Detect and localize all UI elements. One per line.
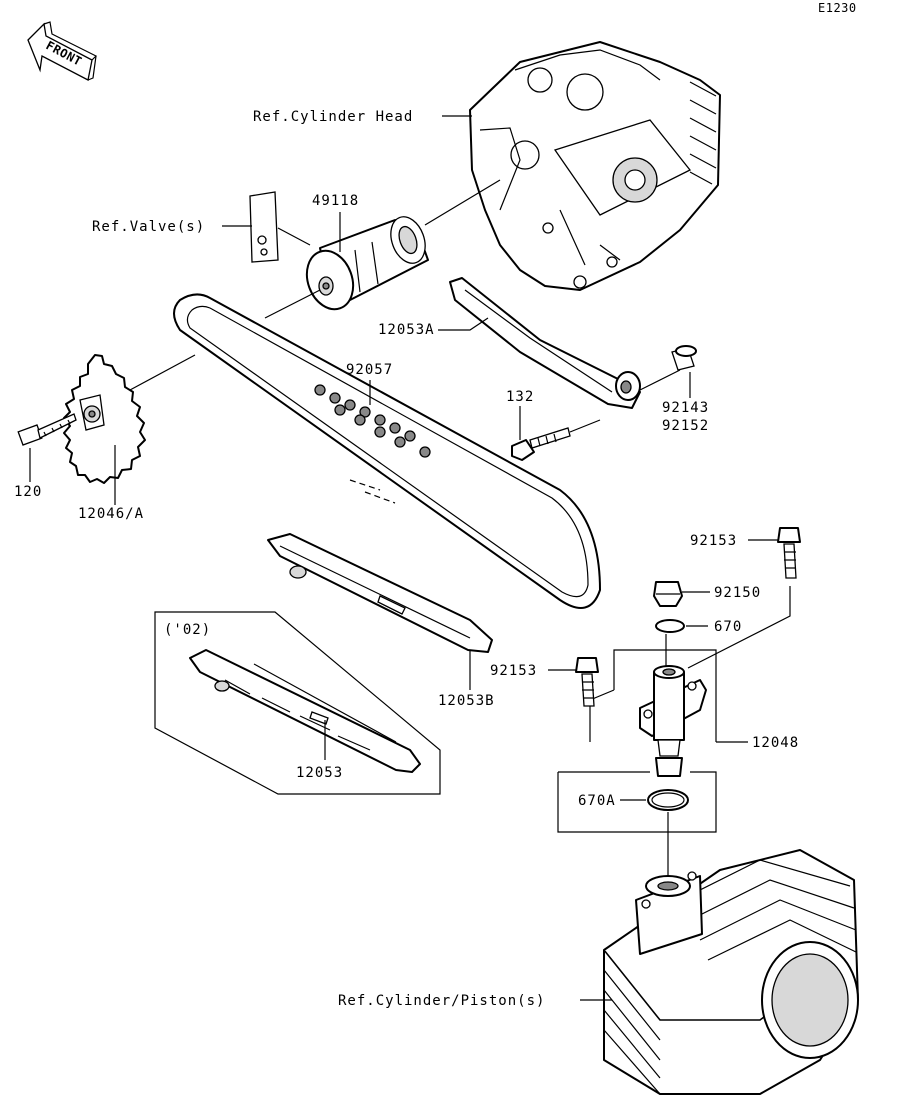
- front-arrow-icon: FRONT: [27, 21, 98, 81]
- bracket-670a: [557, 771, 717, 833]
- cam-chain-tensioner: [639, 665, 707, 777]
- pivot-pin: [639, 345, 697, 391]
- bolt-92153-top: [777, 527, 801, 579]
- leader-92153-to-tensioner: [687, 586, 791, 669]
- part-92143-label: 92143: [662, 400, 709, 416]
- camshaft: [305, 216, 429, 311]
- part-120-label: 120: [14, 484, 42, 500]
- part-92057-label: 92057: [346, 362, 393, 378]
- cylinder-head: [469, 41, 721, 291]
- leader-sprocket-chain: [129, 354, 196, 391]
- valve-ref-plate: [249, 191, 311, 263]
- variant-02-box: [154, 611, 441, 795]
- part-92150-label: 92150: [714, 585, 761, 601]
- bolt-92153-mid: [575, 657, 599, 707]
- part-670-label: 670: [714, 619, 742, 635]
- part-12053a-label: 12053A: [378, 322, 435, 338]
- part-92152-label: 92152: [662, 418, 709, 434]
- part-12053-label: 12053: [296, 765, 343, 781]
- o-ring-670: [655, 619, 685, 633]
- part-92153-mid-label: 92153: [490, 663, 537, 679]
- chain-links: [314, 384, 431, 458]
- part-670a-label: 670A: [578, 793, 616, 809]
- leader-12053a: [438, 317, 489, 331]
- cylinder-block: [603, 849, 859, 1095]
- cam-chain: [173, 293, 601, 609]
- leader-cam-to-sprocket: [264, 289, 321, 319]
- part-12048-label: 12048: [752, 735, 799, 751]
- variant-label: ('02): [164, 622, 211, 638]
- ref-cylinder-head-label: Ref.Cylinder Head: [253, 109, 413, 125]
- leader-cam-to-head: [424, 179, 501, 226]
- part-132-label: 132: [506, 389, 534, 405]
- page-code: E1230: [818, 1, 857, 15]
- part-92153-top-label: 92153: [690, 533, 737, 549]
- ref-cylinder-piston-label: Ref.Cylinder/Piston(s): [338, 993, 545, 1009]
- bolt-132: [511, 419, 601, 461]
- ref-valves-label: Ref.Valve(s): [92, 219, 205, 235]
- bolt-120: [17, 413, 77, 446]
- chain-guide-12053b: [267, 533, 493, 653]
- part-12053b-label: 12053B: [438, 693, 495, 709]
- part-49118-label: 49118: [312, 193, 359, 209]
- chain-guide-12053a: [449, 277, 641, 409]
- cam-sprocket: [63, 354, 146, 484]
- cap-bolt-92150: [653, 581, 683, 607]
- part-12046a-label: 12046/A: [78, 506, 144, 522]
